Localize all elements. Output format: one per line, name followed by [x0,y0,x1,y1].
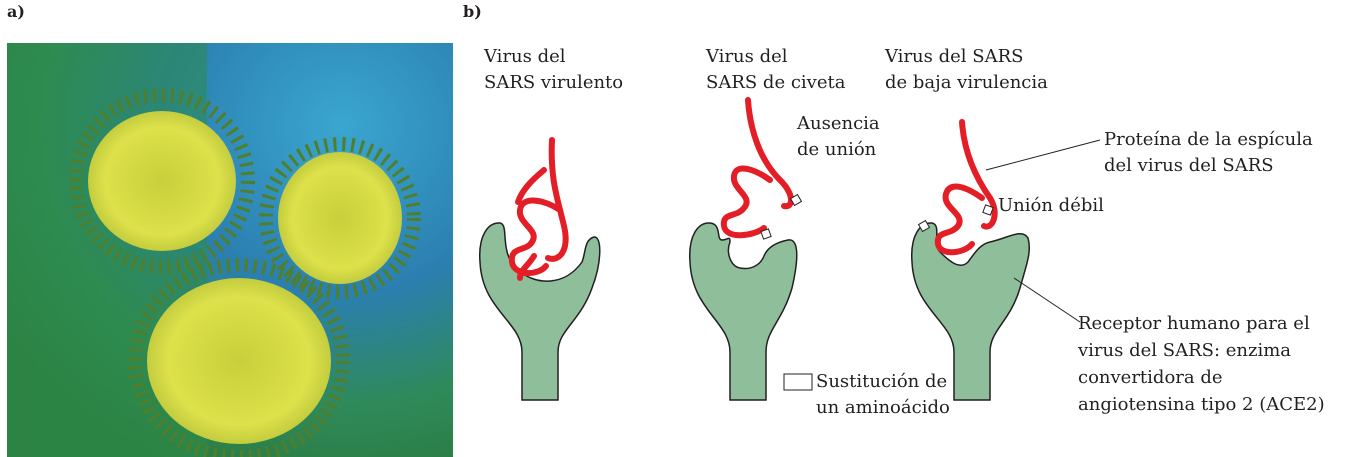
legend-label-line2: un aminoácido [816,397,950,418]
panel-a-label: a) [7,2,25,21]
column-1-title-line2: SARS virulento [484,72,624,93]
substitution-marker-3a [917,219,931,233]
virus-particle-1 [69,88,255,274]
receptor-label-line1: Receptor humano para el [1078,313,1310,334]
receptor-label-line3: convertidora de [1078,367,1223,388]
receptor-leader-line [1013,277,1081,323]
spike-protein-1 [508,137,569,281]
legend-swatch [783,373,813,391]
receptor-label-line4: angiotensina tipo 2 (ACE2) [1078,394,1325,415]
binding-schematic [479,97,1101,401]
coronavirus-micrograph [7,43,453,457]
column-2-title-line2: SARS de civeta [706,72,846,93]
virus-particle-2 [259,137,421,299]
substitution-marker-2a [789,193,803,207]
column-3-title-line1: Virus del SARS [885,46,1024,67]
legend-label-line1: Sustitución de [816,371,948,392]
receptor-ace2-2 [689,222,798,401]
spike-protein-label-line2: del virus del SARS [1104,155,1274,176]
panel-b-label: b) [463,2,482,21]
substitution-marker-2b [760,228,772,240]
spike-protein-label-line1: Proteína de la espícula [1104,129,1313,150]
spike-protein-3 [934,119,998,256]
spike-protein-2 [720,97,794,239]
spike-leader-line [985,139,1101,171]
column-2-title-line1: Virus del [706,46,788,67]
virus-particle-3 [128,258,350,457]
weak-binding-label: Unión débil [998,195,1104,216]
no-binding-label-line2: de unión [797,139,877,160]
column-1-title-line1: Virus del [484,46,566,67]
no-binding-label-line1: Ausencia [797,113,880,134]
substitution-marker-3b [982,204,994,216]
receptor-label-line2: virus del SARS: enzima [1078,340,1292,361]
column-3-title-line2: de baja virulencia [885,72,1048,93]
receptor-ace2-1 [479,222,601,401]
receptor-ace2-3 [911,222,1031,401]
